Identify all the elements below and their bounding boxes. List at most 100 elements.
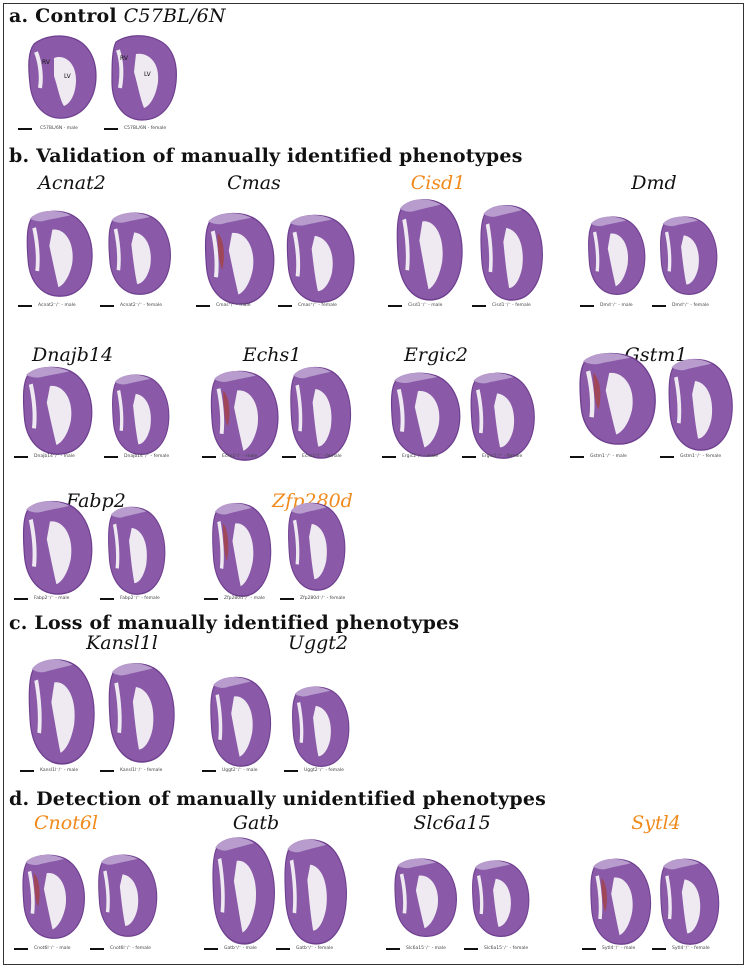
gene-label-echs1: Echs1 bbox=[242, 344, 302, 366]
control-female-heart: RV LV bbox=[111, 35, 177, 121]
fabp2-male-heart bbox=[18, 498, 98, 600]
section-c-title: c. Loss of manually identified phenotype… bbox=[9, 612, 460, 634]
gstm1-male-heart bbox=[574, 350, 662, 450]
svg-text:LV: LV bbox=[144, 71, 152, 78]
gene-label-cisd1: Cisd1 bbox=[410, 172, 466, 194]
scale-bar bbox=[100, 598, 114, 600]
scale-bar bbox=[14, 948, 28, 950]
caption-sytl4-male: Sytl4⁻/⁻ - male bbox=[602, 946, 636, 951]
scale-bar bbox=[104, 128, 118, 130]
ergic2-male-heart bbox=[386, 370, 466, 462]
caption-dmd-male: Dmd⁻/⁻ - male bbox=[600, 303, 633, 308]
scale-bar bbox=[570, 456, 584, 458]
kansl1l-male-heart bbox=[24, 656, 100, 770]
caption-echs1-male: Echs1⁺/⁻ - male bbox=[222, 454, 258, 459]
figure-frame bbox=[3, 3, 744, 965]
caption-control-female: C57BL/6N - female bbox=[124, 126, 167, 131]
gene-label-kansl1l: Kansl1l bbox=[86, 632, 158, 654]
caption-fabp2-male: Fabp2⁻/⁻ - male bbox=[34, 596, 70, 601]
caption-dmd-female: Dmd⁺/⁻ - female bbox=[672, 303, 709, 308]
cnot6l-female-heart bbox=[94, 852, 162, 942]
ergic2-female-heart bbox=[466, 370, 540, 464]
zfp280d-male-heart bbox=[208, 500, 276, 602]
caption-dnajb14-female: Dnajb14⁻/⁻ - female bbox=[124, 454, 170, 459]
section-b-title: b. Validation of manually identified phe… bbox=[9, 145, 523, 167]
scale-bar bbox=[382, 456, 396, 458]
gene-label-dnajb14: Dnajb14 bbox=[32, 344, 114, 366]
scale-bar bbox=[196, 305, 210, 307]
cnot6l-male-heart bbox=[18, 852, 90, 944]
dnajb14-male-heart bbox=[18, 364, 98, 460]
scale-bar bbox=[282, 456, 296, 458]
caption-uggt2-female: Uggt2⁻/⁻ - female bbox=[304, 768, 344, 773]
svg-text:RV: RV bbox=[120, 55, 129, 62]
scale-bar bbox=[462, 456, 476, 458]
scale-bar bbox=[464, 948, 478, 950]
lv-label: LV bbox=[64, 73, 72, 80]
cisd1-male-heart bbox=[392, 196, 468, 306]
gene-label-acnat2: Acnat2 bbox=[38, 172, 106, 194]
scale-bar bbox=[202, 770, 216, 772]
acnat2-female-heart bbox=[104, 210, 176, 300]
caption-dnajb14-male: Dnajb14⁻/⁻ - male bbox=[34, 454, 75, 459]
caption-acnat2-male: Acnat2⁻/⁻ - male bbox=[38, 303, 76, 308]
caption-control-male: C57BL/6N - male bbox=[40, 126, 78, 131]
scale-bar bbox=[90, 948, 104, 950]
scale-bar bbox=[472, 305, 486, 307]
echs1-female-heart bbox=[286, 364, 356, 464]
scale-bar bbox=[202, 456, 216, 458]
section-a-title: a. Control C57BL/6N bbox=[9, 5, 226, 27]
scale-bar bbox=[278, 305, 292, 307]
slc6a15-female-heart bbox=[468, 858, 534, 942]
echs1-male-heart bbox=[206, 368, 284, 466]
scale-bar bbox=[386, 948, 400, 950]
scale-bar bbox=[580, 305, 594, 307]
caption-slc6a15-male: Slc6a15⁻/⁻ - male bbox=[406, 946, 446, 951]
caption-fabp2-female: Fabp2⁻/⁻ - female bbox=[120, 596, 160, 601]
caption-zfp280d-female: Zfp280d⁻/⁻ - female bbox=[300, 596, 346, 601]
scale-bar bbox=[14, 598, 28, 600]
caption-sytl4-female: Sytl4⁻/⁻ - female bbox=[672, 946, 710, 951]
caption-gstm1-male: Gstm1⁻/⁻ - male bbox=[590, 454, 627, 459]
gatb-female-heart bbox=[280, 836, 352, 950]
dmd-female-heart bbox=[656, 214, 722, 300]
section-d-title: d. Detection of manually unidentified ph… bbox=[9, 788, 547, 810]
gene-label-dmd: Dmd bbox=[631, 172, 677, 194]
scale-bar bbox=[18, 128, 32, 130]
caption-gstm1-female: Gstm1⁻/⁻ - female bbox=[680, 454, 722, 459]
scale-bar bbox=[276, 948, 290, 950]
caption-acnat2-female: Acnat2⁻/⁻ - female bbox=[120, 303, 162, 308]
rv-label: RV bbox=[42, 59, 51, 66]
scale-bar bbox=[652, 948, 666, 950]
gatb-male-heart bbox=[208, 834, 280, 950]
caption-gatb-female: Gatb⁺/⁻ - female bbox=[296, 946, 334, 951]
uggt2-female-heart bbox=[288, 684, 354, 772]
gene-label-zfp280d: Zfp280d bbox=[272, 490, 353, 512]
dnajb14-female-heart bbox=[108, 372, 174, 460]
scale-bar bbox=[280, 598, 294, 600]
scale-bar bbox=[204, 598, 218, 600]
gene-label-slc6a15: Slc6a15 bbox=[413, 812, 491, 834]
gene-label-ergic2: Ergic2 bbox=[404, 344, 468, 366]
scale-bar bbox=[18, 305, 32, 307]
caption-ergic2-male: Ergic2⁻/⁻ - male bbox=[402, 454, 438, 459]
gene-label-gstm1: Gstm1 bbox=[624, 344, 688, 366]
caption-cnot6l-male: Cnot6l⁻/⁻ - male bbox=[34, 946, 71, 951]
cmas-male-heart bbox=[200, 210, 280, 310]
kansl1l-female-heart bbox=[104, 660, 180, 768]
gene-label-sytl4: Sytl4 bbox=[631, 812, 681, 834]
caption-cmas-female: Cmas⁺/⁻ - female bbox=[298, 303, 337, 308]
gene-label-cnot6l: Cnot6l bbox=[33, 812, 98, 834]
fabp2-female-heart bbox=[104, 504, 170, 600]
gene-label-uggt2: Uggt2 bbox=[287, 632, 349, 654]
caption-gatb-male: Gatb⁺/⁻ - male bbox=[224, 946, 257, 951]
acnat2-male-heart bbox=[22, 208, 98, 302]
caption-uggt2-male: Uggt2⁻/⁻ - male bbox=[222, 768, 258, 773]
scale-bar bbox=[100, 305, 114, 307]
caption-kansl1l-female: Kansl1l⁻/⁻ - female bbox=[120, 768, 163, 773]
scale-bar bbox=[204, 948, 218, 950]
uggt2-male-heart bbox=[206, 674, 276, 772]
scale-bar bbox=[20, 770, 34, 772]
scale-bar bbox=[284, 770, 298, 772]
caption-kansl1l-male: Kansl1l⁻/⁻ - male bbox=[40, 768, 79, 773]
